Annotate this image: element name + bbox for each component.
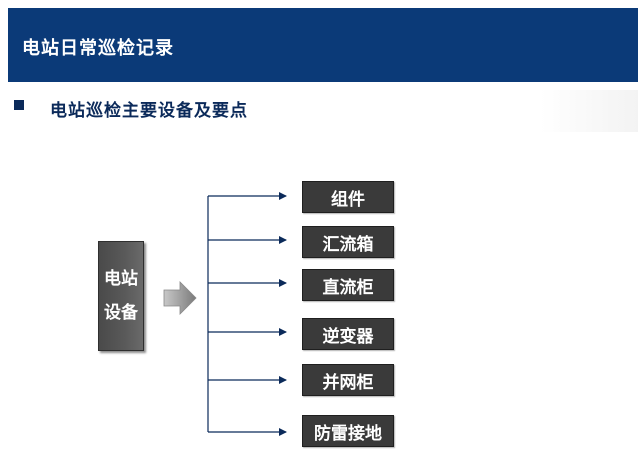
node-combiner-box: 汇流箱	[302, 226, 394, 258]
header-bar: 电站日常巡检记录	[8, 8, 638, 82]
page-title: 电站日常巡检记录	[22, 38, 174, 59]
node-inverter: 逆变器	[302, 318, 394, 350]
section-heading: 电站巡检主要设备及要点	[50, 101, 248, 121]
decorative-fade	[540, 90, 638, 132]
node-grid-cabinet: 并网柜	[302, 364, 394, 396]
node-pv-modules: 组件	[302, 181, 394, 213]
root-node-line-2: 设备	[104, 303, 138, 323]
root-node-power-station-equipment: 电站 设备	[98, 241, 144, 351]
square-bullet-icon	[14, 100, 24, 110]
root-node-line-1: 电站	[104, 269, 138, 289]
right-arrow-icon	[163, 281, 197, 315]
node-lightning-grounding: 防雷接地	[302, 415, 394, 447]
node-dc-cabinet: 直流柜	[302, 269, 394, 301]
